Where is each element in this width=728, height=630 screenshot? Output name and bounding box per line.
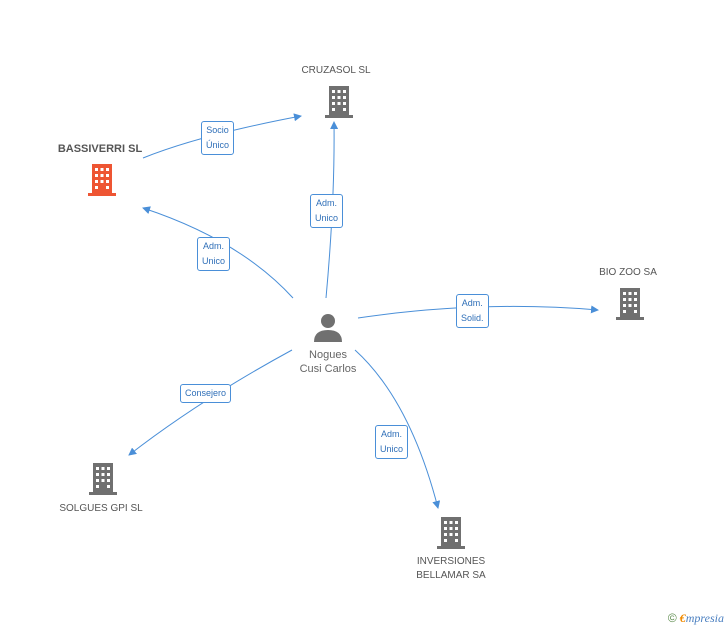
relation-label-line: Adm.: [316, 198, 338, 208]
company-name-inversiones: INVERSIONES BELLAMAR SA: [396, 555, 506, 583]
company-name-biozoo: BIO ZOO SA: [599, 267, 657, 278]
company-name-line: INVERSIONES: [416, 556, 486, 567]
brand-first-letter: €: [679, 611, 686, 625]
relation-label-line: Adm.: [461, 298, 483, 308]
relation-label-line: Consejero: [185, 388, 227, 398]
building-icon[interactable]: [86, 163, 118, 197]
person-name-line1: Nogues: [309, 349, 347, 361]
edge-person-inversiones: [354, 349, 441, 509]
relation-label-adm-unico-inversiones: Adm. Unico: [375, 425, 409, 459]
relation-label-line: Único: [206, 140, 230, 150]
relation-label-line: Unico: [202, 256, 226, 266]
relation-label-adm-unico-bassiverri: Adm. Unico: [197, 237, 231, 271]
person-name[interactable]: Nogues Cusi Carlos: [276, 348, 380, 376]
building-icon[interactable]: [323, 85, 355, 119]
relation-label-line: Unico: [380, 444, 404, 454]
building-icon[interactable]: [435, 516, 467, 550]
relation-label-line: Adm.: [203, 241, 225, 251]
company-name-bassiverri: BASSIVERRI SL: [57, 143, 143, 155]
copyright-symbol: ©: [667, 611, 677, 625]
relation-label-line: Adm.: [381, 429, 403, 439]
company-name-solgues: SOLGUES GPI SL: [59, 503, 143, 514]
building-icon[interactable]: [614, 287, 646, 321]
relation-label-line: Solid.: [461, 313, 484, 323]
empresia-logo: © €mpresia: [668, 611, 724, 626]
brand-name: mpresia: [685, 611, 724, 625]
relation-label-line: Socio: [206, 125, 229, 135]
person-icon[interactable]: [313, 312, 343, 342]
relation-label-adm-unico-cruzasol: Adm. Unico: [310, 194, 344, 228]
company-name-cruzasol: CRUZASOL SL: [301, 65, 371, 76]
relation-label-consejero: Consejero: [180, 384, 232, 403]
building-icon[interactable]: [87, 462, 119, 496]
person-name-line2: Cusi Carlos: [299, 363, 357, 375]
relation-label-line: Unico: [315, 213, 339, 223]
company-name-line: BELLAMAR SA: [416, 570, 486, 581]
relation-label-adm-solid: Adm. Solid.: [456, 294, 489, 328]
relation-label-socio-unico: Socio Único: [201, 121, 235, 155]
